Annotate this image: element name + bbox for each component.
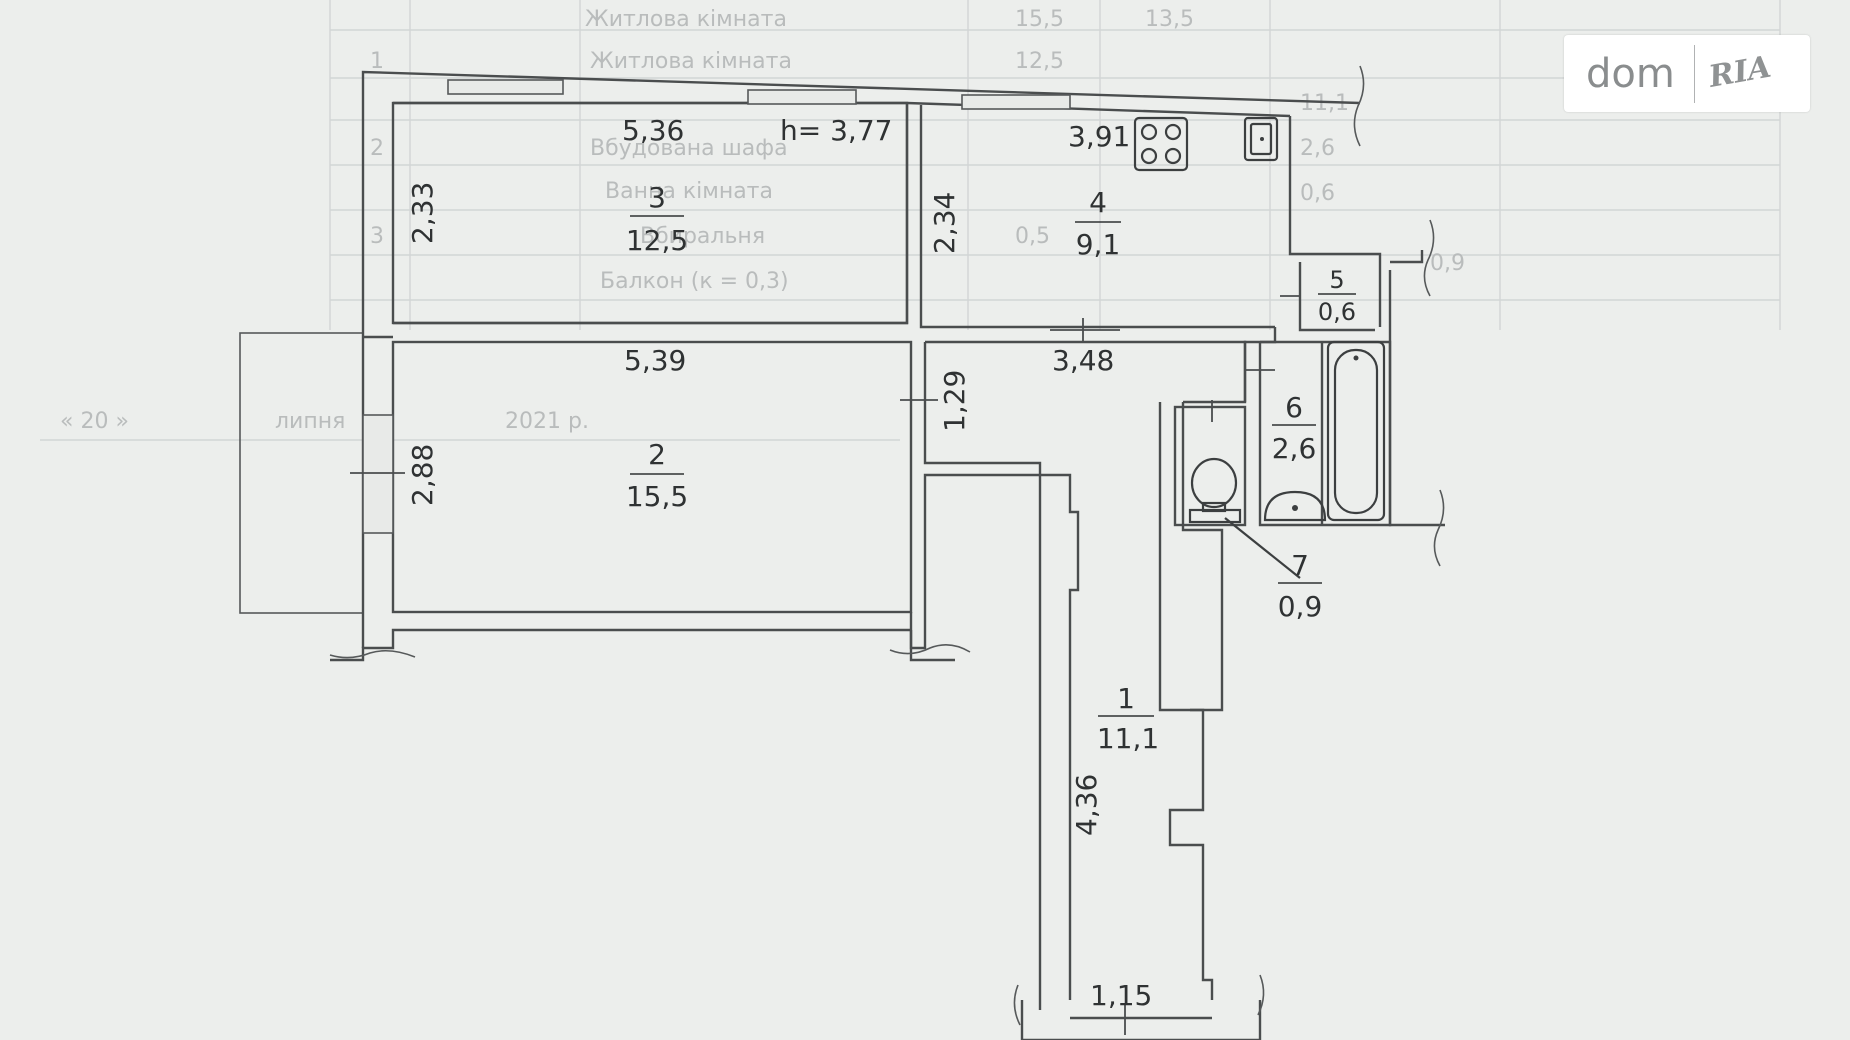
kitchen-sink-icon xyxy=(1243,116,1279,162)
dim-room4-depth: 2,34 xyxy=(928,192,961,254)
washbasin-icon xyxy=(1263,490,1327,522)
bg-text-12: 13,5 xyxy=(1145,7,1194,32)
stove-icon xyxy=(1133,116,1189,172)
bg-text-2: Житлова кімната xyxy=(590,49,792,74)
walls xyxy=(330,70,1445,1040)
bg-text-9: 2021 р. xyxy=(505,409,589,434)
bg-text-16: 0,9 xyxy=(1430,251,1465,276)
bg-text-6: Балкон (к = 0,3) xyxy=(600,269,789,294)
dim-room2-width: 5,39 xyxy=(624,344,686,377)
bg-text-20: 3 xyxy=(370,224,384,249)
balcony xyxy=(239,332,364,614)
logo-ria-text: RIA xyxy=(1706,49,1774,95)
room-2-number: 2 xyxy=(648,438,666,471)
bg-text-10: 15,5 xyxy=(1015,7,1064,32)
bg-text-14: 0,6 xyxy=(1300,181,1335,206)
bg-text-11: 12,5 xyxy=(1015,49,1064,74)
bg-text-5: Вбиральня xyxy=(640,224,765,249)
logo-divider xyxy=(1694,44,1695,103)
bg-text-3: Вбудована шафа xyxy=(590,136,788,161)
background-form xyxy=(40,0,1781,441)
dim-corridor-length: 4,36 xyxy=(1070,774,1103,836)
room-4-number: 4 xyxy=(1089,186,1107,219)
dom-ria-logo: dom RIA xyxy=(1564,35,1810,112)
room-1-area: 11,1 xyxy=(1097,722,1159,755)
dimension-labels: 5,36 h= 3,77 3,91 5,39 3,48 1,15 2,33 2,… xyxy=(406,114,1152,1012)
room-2-area: 15,5 xyxy=(626,480,688,513)
room-5-number: 5 xyxy=(1329,266,1344,294)
room-7-area: 0,9 xyxy=(1278,590,1323,623)
bg-text-19: 2 xyxy=(370,136,384,161)
bg-text-17: 0,5 xyxy=(1015,224,1050,249)
dim-hall-width: 3,48 xyxy=(1052,344,1114,377)
room-6-area: 2,6 xyxy=(1272,432,1317,465)
windows xyxy=(362,79,1071,534)
room-3-number: 3 xyxy=(648,181,666,214)
ceiling-height: h= 3,77 xyxy=(780,114,892,147)
room-6-number: 6 xyxy=(1285,391,1303,424)
bg-text-18: 1 xyxy=(370,49,384,74)
bg-text-7: « 20 » xyxy=(60,409,129,434)
logo-dom-text: dom xyxy=(1586,50,1675,97)
dim-corridor-width: 1,15 xyxy=(1090,979,1152,1012)
dim-room3-depth: 2,33 xyxy=(406,182,439,244)
room-5-area: 0,6 xyxy=(1318,298,1356,326)
room-1-number: 1 xyxy=(1117,682,1135,715)
door-ticks xyxy=(350,295,1300,1035)
bg-text-1: Житлова кімната xyxy=(585,7,787,32)
dim-hall-depth: 1,29 xyxy=(938,370,971,432)
room-3-area: 12,5 xyxy=(626,224,688,257)
room-7-number: 7 xyxy=(1291,549,1309,582)
bathtub-icon xyxy=(1326,340,1386,522)
dim-room4-width: 3,91 xyxy=(1068,120,1130,153)
dim-room3-width: 5,36 xyxy=(622,114,684,147)
bg-text-4: Ванна кімната xyxy=(605,179,773,204)
room-4-area: 9,1 xyxy=(1076,228,1121,261)
break-marks xyxy=(329,65,1445,1026)
bg-text-8: липня xyxy=(275,409,345,434)
toilet-icon xyxy=(1188,457,1301,579)
room-labels: 3 12,5 4 9,1 5 0,6 2 15,5 6 2,6 7 0,9 1 … xyxy=(626,181,1356,755)
bg-text-15: 2,6 xyxy=(1300,136,1335,161)
dim-room2-depth: 2,88 xyxy=(406,444,439,506)
